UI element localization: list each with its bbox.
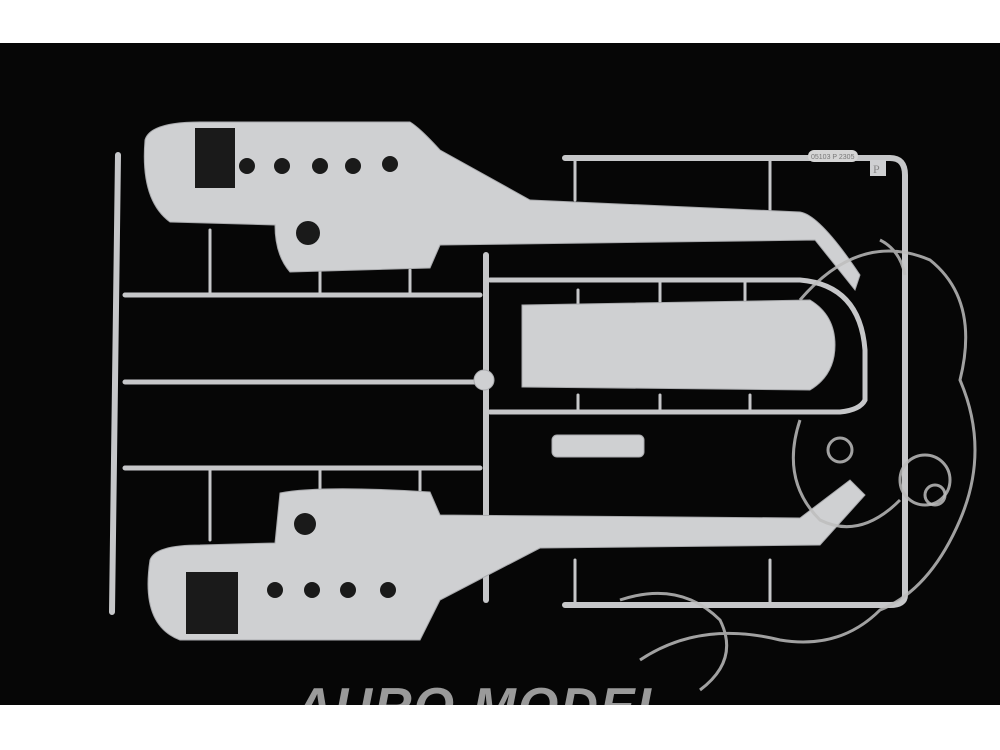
gates <box>208 158 772 607</box>
watermark-text: AURO MODEL <box>295 676 670 705</box>
sprue-runners <box>109 152 908 615</box>
right-frame-runner <box>562 155 908 608</box>
sprue-hub <box>473 369 495 391</box>
fuselage-half-bottom <box>147 479 866 641</box>
sprue-letter: P <box>873 162 880 176</box>
left-runner <box>109 152 121 615</box>
sprue-code: 05103 P 2305 <box>811 154 855 161</box>
fuselage-half-top <box>143 121 861 292</box>
cross-runners <box>122 277 868 471</box>
sprue-letter-tag <box>870 160 886 176</box>
sprue-code-tag <box>808 150 858 162</box>
cabin-floor-part <box>521 299 836 458</box>
watermark-logo <box>619 238 977 692</box>
